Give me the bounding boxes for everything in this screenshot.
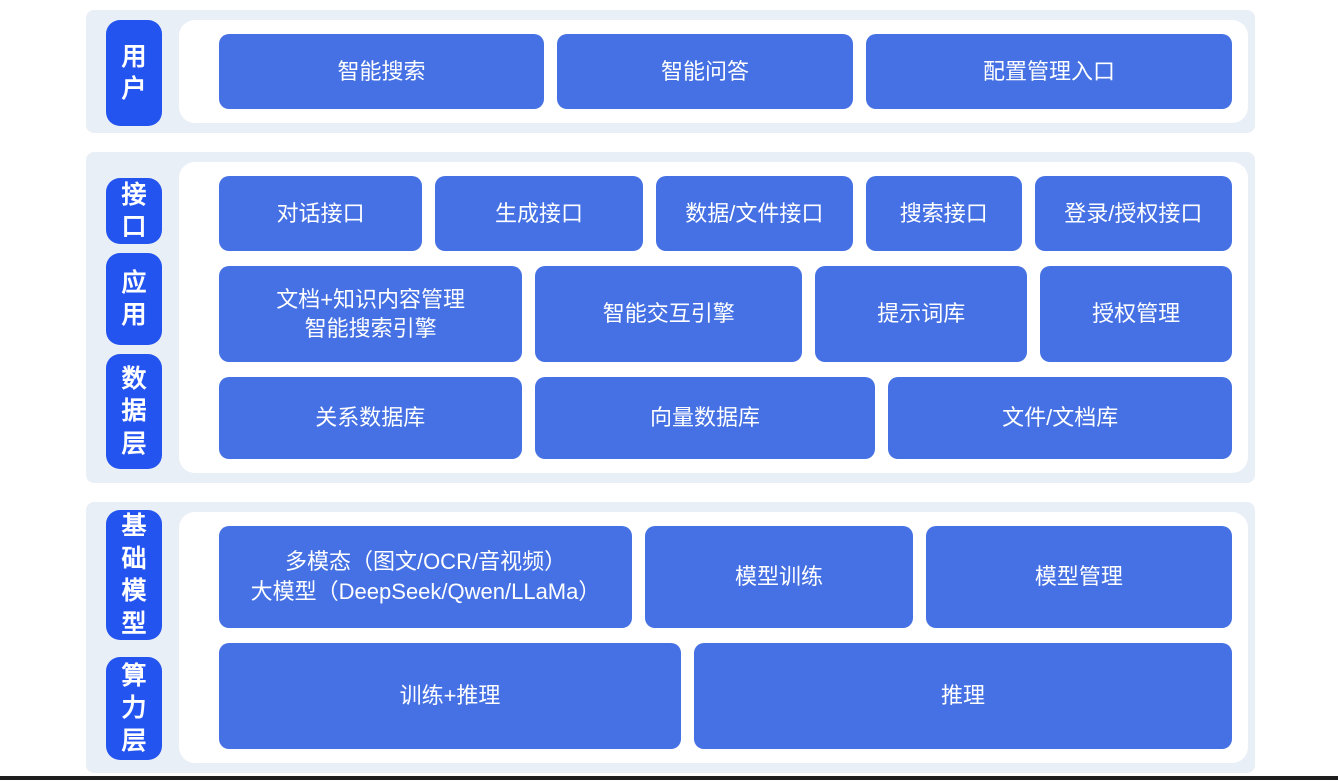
box-inference: 推理: [694, 643, 1232, 749]
box-model-training: 模型训练: [645, 526, 913, 629]
application-row: 文档+知识内容管理 智能搜索引擎 智能交互引擎 提示词库 授权管理: [219, 266, 1232, 363]
box-login-auth-api: 登录/授权接口: [1034, 176, 1233, 252]
box-data-file-api: 数据/文件接口: [655, 176, 853, 252]
layer-label-application: 应用: [106, 253, 162, 346]
layer-user: 用户 智能搜索 智能问答 配置管理入口: [86, 10, 1255, 133]
box-relational-database: 关系数据库: [219, 377, 522, 459]
bottom-rule: [0, 776, 1338, 780]
layer-label-interface: 接口: [106, 178, 162, 245]
box-intelligent-qa: 智能问答: [557, 34, 853, 109]
layer-label-interface-text: 接口: [121, 180, 147, 242]
layer-interface-app-data: 接口 应用 数据层 对话接口 生成接口 数据/文件接口 搜索接口 登录/授权接口…: [86, 152, 1255, 483]
box-prompt-library: 提示词库: [815, 266, 1028, 363]
bottom-panel: 多模态（图文/OCR/音视频） 大模型（DeepSeek/Qwen/LLaMa）…: [179, 512, 1248, 763]
box-doc-knowledge-search-engine: 文档+知识内容管理 智能搜索引擎: [219, 266, 523, 363]
compute-layer-row: 训练+推理 推理: [219, 643, 1232, 749]
architecture-diagram: 用户 智能搜索 智能问答 配置管理入口 接口 应用 数据层 对话接口: [86, 10, 1255, 773]
layer-label-compute-layer-text: 算力层: [121, 661, 147, 755]
box-intelligent-search: 智能搜索: [219, 34, 544, 109]
box-config-management-entry: 配置管理入口: [866, 34, 1232, 109]
layer-label-application-text: 应用: [121, 268, 147, 330]
layer-label-data-layer: 数据层: [106, 354, 162, 469]
box-training-inference: 训练+推理: [219, 643, 681, 749]
layer-label-foundation-model: 基础模型: [106, 510, 162, 640]
bottom-label-column: 基础模型 算力层: [106, 510, 162, 760]
box-multimodal-large-model: 多模态（图文/OCR/音视频） 大模型（DeepSeek/Qwen/LLaMa）: [219, 526, 633, 629]
box-dialog-api: 对话接口: [219, 176, 423, 252]
box-authorization-management: 授权管理: [1040, 266, 1232, 363]
layer-label-user: 用户: [106, 20, 162, 126]
user-label-column: 用户: [106, 20, 162, 126]
data-layer-row: 关系数据库 向量数据库 文件/文档库: [219, 377, 1232, 459]
box-intelligent-interaction-engine: 智能交互引擎: [535, 266, 803, 363]
layer-label-data-layer-text: 数据层: [121, 364, 147, 458]
user-row: 智能搜索 智能问答 配置管理入口: [219, 34, 1232, 109]
box-file-document-store: 文件/文档库: [888, 377, 1232, 459]
middle-panel: 对话接口 生成接口 数据/文件接口 搜索接口 登录/授权接口 文档+知识内容管理…: [179, 162, 1248, 473]
layer-label-foundation-model-text: 基础模型: [121, 512, 147, 638]
layer-label-compute-layer: 算力层: [106, 657, 162, 760]
user-panel: 智能搜索 智能问答 配置管理入口: [179, 20, 1248, 123]
layer-foundation-compute: 基础模型 算力层 多模态（图文/OCR/音视频） 大模型（DeepSeek/Qw…: [86, 502, 1255, 773]
box-vector-database: 向量数据库: [534, 377, 876, 459]
box-generation-api: 生成接口: [435, 176, 643, 252]
box-model-management: 模型管理: [925, 526, 1232, 629]
middle-label-column: 接口 应用 数据层: [106, 178, 162, 469]
foundation-model-row: 多模态（图文/OCR/音视频） 大模型（DeepSeek/Qwen/LLaMa）…: [219, 526, 1232, 629]
interface-row: 对话接口 生成接口 数据/文件接口 搜索接口 登录/授权接口: [219, 176, 1233, 252]
layer-label-user-text: 用户: [121, 42, 147, 104]
box-search-api: 搜索接口: [865, 176, 1022, 252]
